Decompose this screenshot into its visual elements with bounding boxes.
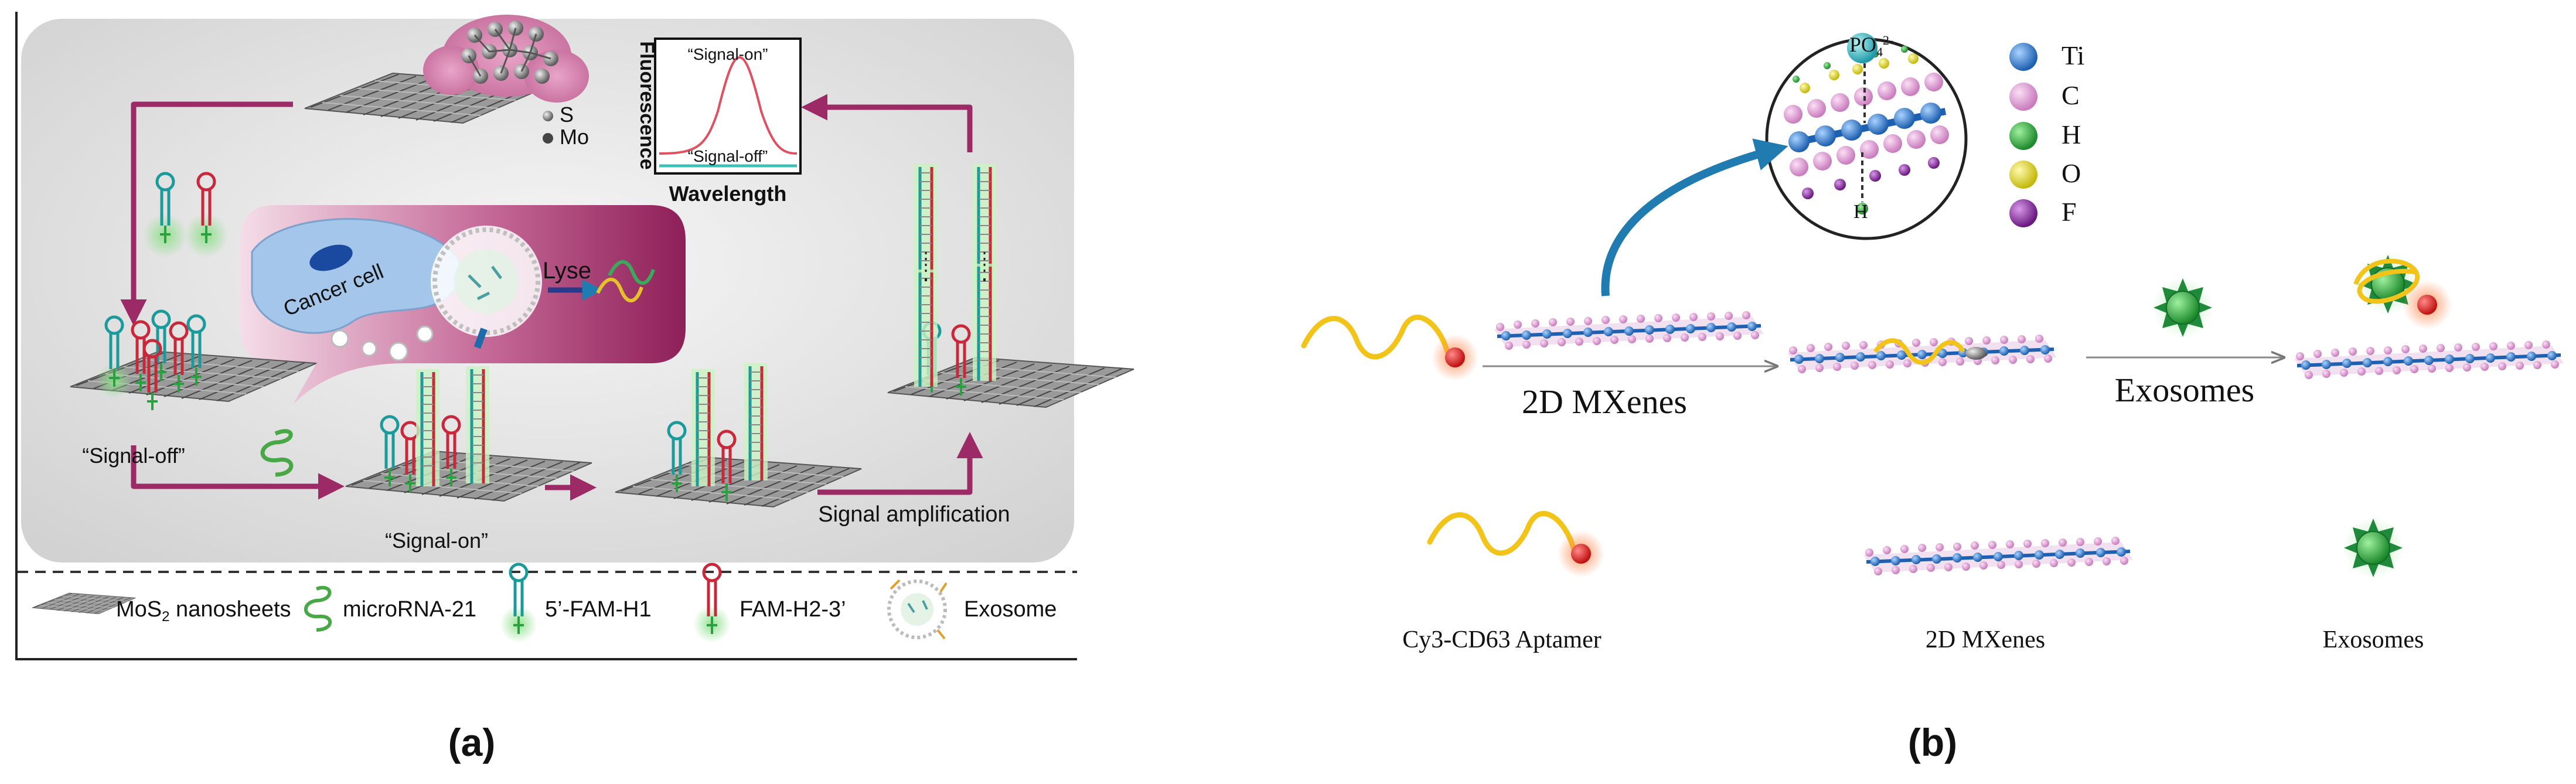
probes-on-sheet-off <box>97 311 205 410</box>
microrna-input <box>260 429 294 477</box>
arrow-top-right <box>801 94 973 152</box>
panel-a-legend: MoS2 nanosheets microRNA-21 5’-FAM-H1 FA… <box>32 564 1057 643</box>
key-aptamer-icon <box>1430 513 1604 577</box>
panel-a: S Mo “Signal-on” “Signal-off” Wavelength… <box>15 12 1134 764</box>
po4-group <box>1847 33 1878 63</box>
plot-y-axis-label: Fluorescence <box>636 41 658 169</box>
key-aptamer-label: Cy3-CD63 Aptamer <box>1402 626 1601 653</box>
legend-f-ball <box>2009 199 2037 227</box>
legend-ti-label: Ti <box>2062 40 2084 70</box>
exosomes-step-label: Exosomes <box>2115 371 2254 409</box>
mxene-released <box>2294 340 2564 379</box>
plot-x-axis-label: Wavelength <box>669 182 787 206</box>
quenched-cy3 <box>1965 347 1986 360</box>
lyse-label: Lyse <box>543 258 591 284</box>
mo-legend-label: Mo <box>560 125 589 149</box>
element-legend: Ti C H O F <box>2009 40 2084 227</box>
cycle-arrows <box>120 94 983 501</box>
key-h2-label: FAM-H2-3’ <box>740 597 846 622</box>
key-mxenes-label: 2D MXenes <box>1926 626 2045 653</box>
key-mxene-icon <box>1863 537 2133 575</box>
key-mos2-label: MoS2 nanosheets <box>116 597 291 625</box>
legend-o-ball <box>2009 161 2037 189</box>
mo-atom-legend <box>543 133 553 144</box>
h-atom-label: H <box>1853 201 1868 223</box>
cancer-cell-panel: Cancer cell Lyse <box>240 205 686 404</box>
arrow-bottom-right <box>817 432 983 495</box>
mos2-zoom-cloud <box>423 15 589 103</box>
panel-a-frame <box>15 12 1077 660</box>
amplified-assembly <box>914 164 996 396</box>
legend-h-label: H <box>2062 120 2081 149</box>
plot-signal-on-label: “Signal-on” <box>688 45 768 63</box>
mxene-with-aptamer <box>1787 335 2057 373</box>
zoom-arrow <box>1601 138 1788 296</box>
legend-f-label: F <box>2062 197 2077 227</box>
plot-signal-off-label: “Signal-off” <box>688 147 768 165</box>
panel-b-label: (b) <box>1908 721 1957 764</box>
legend-h-ball <box>2009 122 2037 150</box>
small-exosomes <box>330 325 434 362</box>
cell-nucleus <box>309 244 353 271</box>
s-legend-label: S <box>560 103 574 127</box>
mxene-zoom-circle: PO42- H <box>1765 33 1968 240</box>
mxene-step1 <box>1494 311 1764 350</box>
key-exosome-icon <box>887 579 948 640</box>
signal-amplification-label: Signal amplification <box>818 502 1010 527</box>
exosome-aptamer-complex <box>2353 253 2452 329</box>
mxenes-step-label: 2D MXenes <box>1522 383 1687 421</box>
legend-c-ball <box>2009 83 2037 111</box>
released-microrna-1 <box>596 277 643 303</box>
panel-b: PO42- H Ti C H O F 2D MXenes Ex <box>1304 33 2564 764</box>
key-microrna-icon <box>304 586 332 632</box>
signal-off-label: “Signal-off” <box>82 444 185 468</box>
key-exosome-label: Exosome <box>964 597 1057 622</box>
adsorbed-aptamer <box>1873 338 1965 365</box>
po4-label: PO42- <box>1849 33 1893 59</box>
key-exosome-star-icon <box>2342 517 2404 579</box>
arrow-top-left <box>120 101 293 326</box>
aptamer-step1 <box>1304 317 1478 381</box>
exosome-lysing <box>431 226 542 349</box>
key-microrna-label: microRNA-21 <box>343 597 476 622</box>
legend-ti-ball <box>2009 43 2037 71</box>
key-exosomes-label: Exosomes <box>2323 626 2424 653</box>
fluorescence-plot: “Signal-on” “Signal-off” Wavelength Fluo… <box>636 38 802 206</box>
legend-o-label: O <box>2062 158 2081 188</box>
s-atom-legend <box>543 111 553 121</box>
released-microrna-2 <box>608 260 655 285</box>
signal-on-curve <box>659 56 798 155</box>
legend-c-label: C <box>2062 80 2080 110</box>
exosome-step2 <box>2152 277 2214 339</box>
panel-a-label: (a) <box>448 721 496 764</box>
signal-on-label: “Signal-on” <box>385 529 488 553</box>
plot-frame <box>654 38 802 175</box>
key-h1-label: 5’-FAM-H1 <box>545 597 652 622</box>
arrow-bottom-left <box>131 445 345 500</box>
